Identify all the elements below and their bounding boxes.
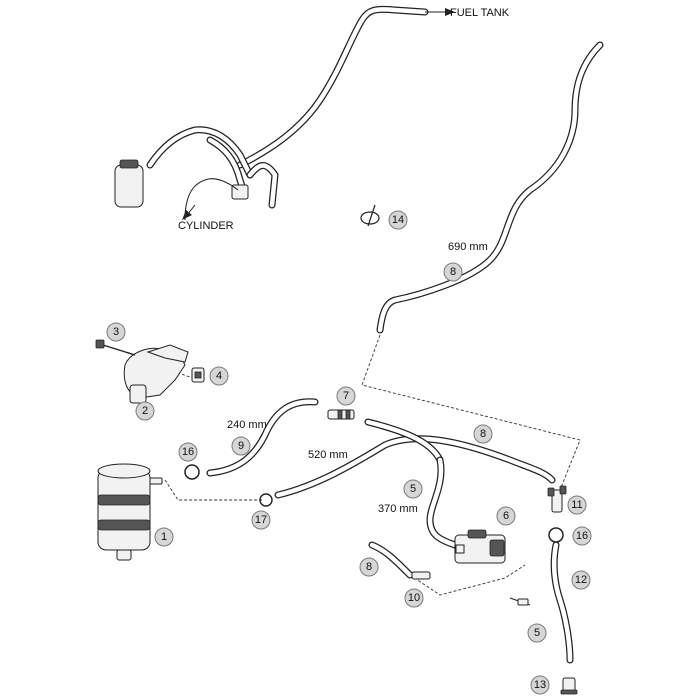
svg-text:7: 7 [343, 390, 349, 402]
part-2-vent-valve [102, 344, 189, 404]
callout-13: 13 [530, 675, 550, 695]
part-1-carbon-canister [97, 463, 163, 561]
svg-text:1: 1 [161, 531, 167, 543]
connector-line-17 [164, 479, 262, 501]
part-7-connector [327, 409, 355, 420]
callout-6: 6 [496, 506, 516, 526]
svg-text:5: 5 [410, 483, 416, 495]
hose-8-690mm [376, 41, 604, 334]
callout-8-mid: 8 [473, 424, 493, 444]
connector-line-8-to-11 [361, 334, 581, 491]
hose-5-370mm [426, 456, 459, 549]
svg-text:14: 14 [392, 214, 404, 226]
callout-16-left: 16 [178, 442, 198, 462]
hose-8-short [368, 541, 414, 579]
part-16-clamp-right [548, 527, 564, 543]
part-17-clamp [259, 493, 273, 507]
callout-2: 2 [135, 401, 155, 421]
svg-text:10: 10 [408, 592, 420, 604]
callout-7: 7 [336, 386, 356, 406]
part-6-purge-valve [454, 529, 506, 564]
hose-12 [550, 541, 574, 664]
cylinder-arrow-icon [182, 204, 196, 220]
part-11-fitting [547, 485, 567, 513]
fuel-tank-label: FUEL TANK [450, 7, 510, 19]
part-10-nipple [411, 571, 431, 580]
callout-17: 17 [251, 510, 271, 530]
hose-5-small [509, 597, 531, 606]
svg-text:16: 16 [576, 530, 588, 542]
cylinder-label: CYLINDER [178, 220, 234, 232]
svg-text:16: 16 [182, 446, 194, 458]
part-14-cable-tie [360, 204, 380, 227]
callout-8-top: 8 [443, 262, 463, 282]
hose-9-240mm [206, 398, 319, 477]
svg-text:12: 12 [575, 574, 587, 586]
callout-8-bottom: 8 [359, 557, 379, 577]
svg-text:8: 8 [450, 266, 456, 278]
length-label-370: 370 mm [378, 503, 418, 515]
part-16-clamp-left [184, 464, 200, 480]
svg-text:9: 9 [238, 440, 244, 452]
svg-text:8: 8 [366, 561, 372, 573]
length-label-240: 240 mm [227, 419, 267, 431]
length-label-520: 520 mm [308, 449, 348, 461]
callout-12: 12 [571, 570, 591, 590]
svg-text:3: 3 [113, 326, 119, 338]
hose-8-520mm [274, 418, 556, 499]
callout-14: 14 [388, 210, 408, 230]
callout-16-right: 16 [572, 526, 592, 546]
part-13-plug [560, 677, 578, 695]
overview-assembly [114, 5, 455, 221]
svg-text:5: 5 [534, 627, 540, 639]
connector-line-10 [409, 564, 526, 596]
callout-5-mid: 5 [403, 479, 423, 499]
length-label-690: 690 mm [448, 241, 488, 253]
callout-11: 11 [567, 495, 587, 515]
svg-text:17: 17 [255, 514, 267, 526]
callout-4: 4 [209, 366, 229, 386]
callout-1: 1 [154, 527, 174, 547]
svg-text:2: 2 [142, 405, 148, 417]
svg-text:8: 8 [480, 428, 486, 440]
fuel-tank-arrow-icon [425, 8, 455, 16]
callout-3: 3 [106, 322, 126, 342]
callout-5-bottom: 5 [527, 623, 547, 643]
svg-text:4: 4 [216, 370, 222, 382]
svg-text:11: 11 [571, 499, 582, 511]
part-3-screw [95, 339, 105, 349]
svg-text:13: 13 [534, 679, 546, 691]
svg-text:6: 6 [503, 510, 509, 522]
callout-9: 9 [231, 436, 251, 456]
part-4-nut [191, 367, 205, 383]
callout-10: 10 [404, 588, 424, 608]
